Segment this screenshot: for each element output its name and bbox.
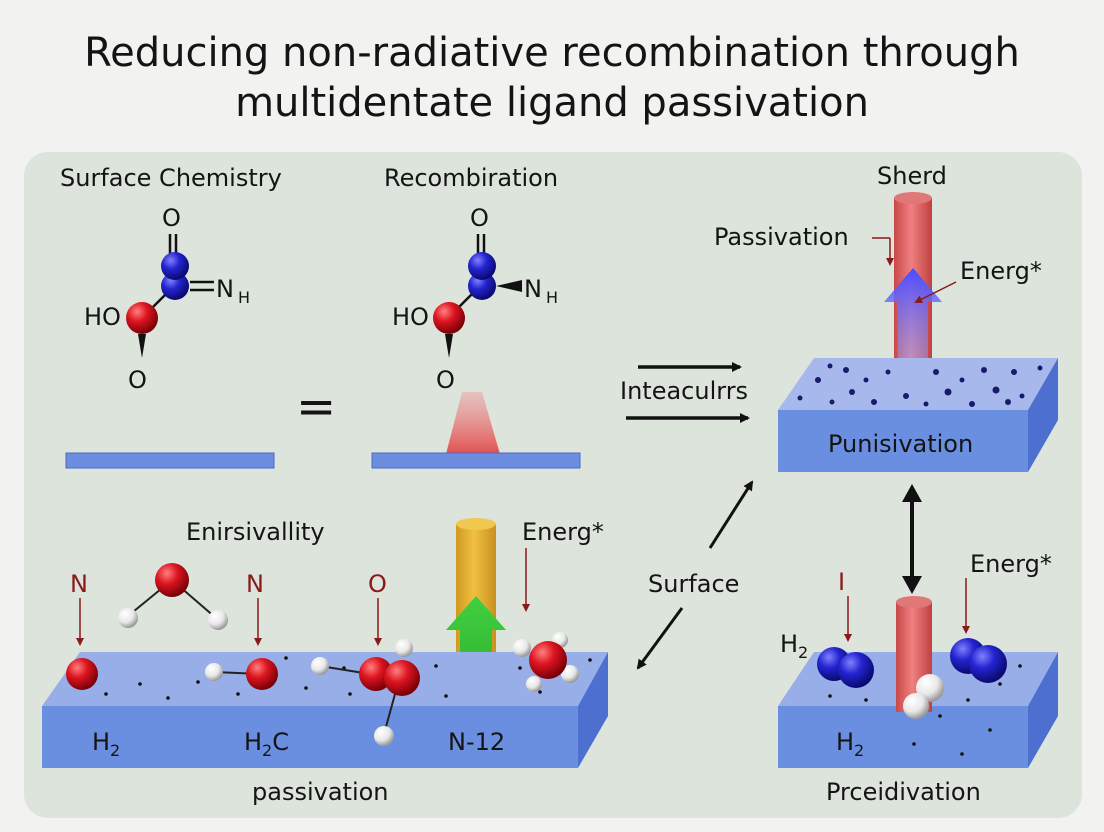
adsorbed-oxygen-1 — [66, 658, 98, 690]
energy-up-arrow — [884, 268, 942, 372]
slab-side-face — [1028, 358, 1058, 472]
adsorbed-hydrogen-5 — [513, 639, 531, 657]
surface-chemistry-group: Surface Chemistry O N H HO O — [60, 164, 282, 469]
marker-o: O — [368, 570, 387, 598]
floating-hydrogen-atom-1 — [118, 608, 138, 628]
recombination-group: Recombiration O N H HO O — [371, 164, 581, 469]
adsorbed-hydrogen-8 — [526, 676, 542, 692]
slab-label-h2c: H2C — [244, 728, 289, 760]
nitrogen-sub-label: H — [238, 288, 250, 307]
blue-atom-2 — [838, 652, 874, 688]
adsorbed-hydrogen-4 — [374, 726, 394, 746]
diagram-title: Reducing non-radiative recombination thr… — [0, 28, 1104, 128]
slab-side-face-2 — [578, 652, 608, 768]
nitrogen-label-2: N — [524, 275, 542, 303]
slab-label-h2: H2 — [92, 728, 120, 760]
energy-label-bottom-left: Energ* — [522, 518, 604, 546]
energy-label-top: Energ* — [960, 257, 1042, 285]
adsorbed-oxygen-3 — [359, 657, 393, 691]
prceidivation-caption: Prceidivation — [826, 778, 981, 806]
hydroxyl-label-2: HO — [392, 303, 429, 331]
oxygen-top-label-2: O — [470, 204, 489, 232]
adsorbed-hydrogen-7 — [561, 665, 579, 683]
surface-bar — [65, 452, 275, 469]
title-line-1: Reducing non-radiative recombination thr… — [84, 30, 1020, 76]
surface-dots-2 — [104, 656, 592, 700]
nitrogen-label: N — [216, 275, 234, 303]
equals-sign: = — [296, 379, 336, 435]
red-beam-cap-2 — [896, 596, 932, 608]
interactions-arrows: Inteaculrrs — [620, 362, 750, 423]
red-beam-cap — [894, 192, 932, 204]
h2-side-label: H2 — [780, 630, 808, 662]
emission-cone — [446, 392, 500, 454]
wedge-bond-2 — [496, 280, 522, 292]
interactions-label: Inteaculrrs — [620, 377, 748, 405]
slab-label-n12: N-12 — [448, 728, 505, 756]
adsorbed-hydrogen-1 — [205, 663, 223, 681]
top-right-slab-group: Sherd Passivation Energ* Punisivation — [714, 162, 1058, 472]
slab-side-face-3 — [1028, 652, 1058, 768]
title-line-2: multidentate ligand passivation — [235, 80, 869, 126]
surface-label: Surface — [648, 570, 739, 598]
white-atom-2 — [903, 693, 929, 719]
adsorbed-hydrogen-2 — [311, 657, 329, 675]
oxygen-atom-2 — [433, 302, 465, 334]
slab-label-h2-right: H2 — [836, 728, 864, 760]
yellow-beam-cap — [456, 518, 496, 530]
diagonal-up-arrow — [708, 480, 754, 549]
slab-front-face-3 — [778, 706, 1028, 768]
slab-front-face — [778, 410, 1028, 472]
sherd-label: Sherd — [877, 162, 947, 190]
oxygen-atom — [126, 302, 158, 334]
surface-dots-3 — [828, 664, 1022, 756]
marker-i: I — [838, 568, 845, 596]
wedge-bond — [138, 334, 146, 358]
vertical-double-arrow — [902, 484, 922, 594]
surface-bar-2 — [371, 452, 581, 469]
marker-n-2: N — [246, 570, 264, 598]
enirsivallity-label: Enirsivallity — [186, 518, 325, 546]
adsorbed-oxygen-5 — [529, 641, 567, 679]
wedge-bond-3 — [445, 334, 453, 358]
energy-label-bottom-right: Energ* — [970, 550, 1052, 578]
diagonal-down-arrow — [636, 607, 684, 670]
carbon-atom-3 — [468, 272, 496, 300]
energy-pointer-top — [914, 281, 957, 303]
white-atom-1 — [916, 674, 944, 702]
adsorbed-oxygen-2 — [246, 658, 278, 690]
oxygen-bottom-label-2: O — [436, 366, 455, 394]
hydroxyl-label: HO — [84, 303, 121, 331]
marker-n-1: N — [70, 570, 88, 598]
slab-top-face — [778, 358, 1058, 410]
adsorbed-hydrogen-3 — [395, 639, 413, 657]
carbon-atom-2 — [161, 252, 189, 280]
bottom-left-slab-group: Enirsivallity Energ* N N O — [42, 518, 608, 806]
floating-hydrogen-atom-2 — [208, 610, 228, 630]
surface-dots — [797, 363, 1043, 407]
blue-atom-4 — [969, 645, 1007, 683]
floating-oxygen-atom — [155, 563, 189, 597]
punisivation-label: Punisivation — [828, 430, 973, 458]
slab-front-face-2 — [42, 706, 578, 768]
bottom-right-slab-group: I Energ* H2 H2 Prceidivation — [778, 550, 1058, 806]
oxygen-top-label: O — [162, 204, 181, 232]
passivation-caption: passivation — [252, 778, 389, 806]
recombination-label: Recombiration — [384, 164, 558, 192]
oxygen-bottom-label: O — [128, 366, 147, 394]
carbon-atom — [161, 272, 189, 300]
passivation-label: Passivation — [714, 223, 849, 251]
slab-top-face-2 — [42, 652, 608, 706]
adsorbed-oxygen-4 — [384, 660, 420, 696]
carbon-atom-4 — [468, 252, 496, 280]
surface-chemistry-label: Surface Chemistry — [60, 164, 282, 192]
nitrogen-sub-label-2: H — [546, 288, 558, 307]
